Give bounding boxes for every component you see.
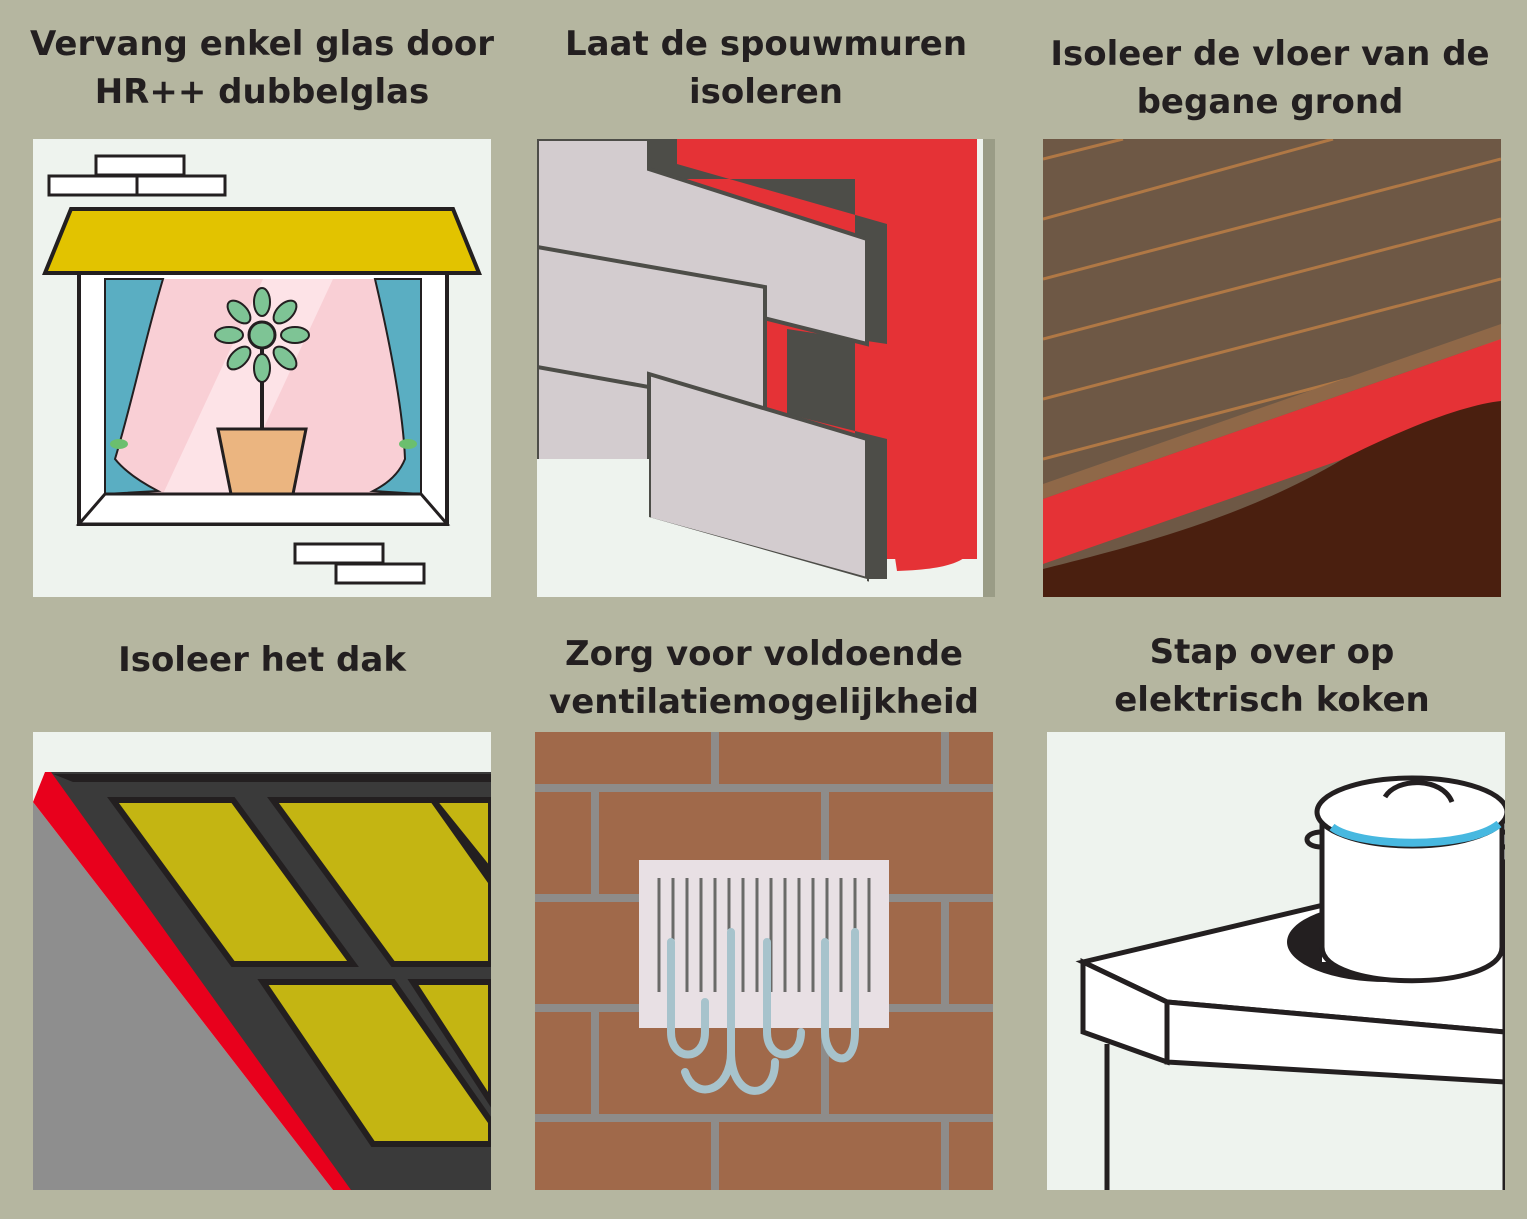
tile-caption: Laat de spouwmuren isoleren [564, 24, 968, 112]
double-glazed-window-icon [33, 139, 491, 597]
cavity-wall-insulation-icon [537, 139, 995, 597]
floor-insulation-icon [1043, 139, 1501, 597]
roof-insulation-icon [33, 732, 491, 1190]
tile-caption: Stap over op elektrisch koken [1114, 632, 1430, 720]
tile-caption: Isoleer het dak [118, 640, 406, 680]
tile-caption: Isoleer de vloer van de begane grond [1050, 34, 1490, 122]
tile-caption: Vervang enkel glas door HR++ dubbelglas [29, 24, 495, 112]
tile-caption: Zorg voor voldoende ventilatiemogelijkhe… [549, 634, 979, 722]
electric-cooking-pot-icon [1047, 732, 1505, 1190]
ventilation-grille-icon [535, 732, 993, 1190]
